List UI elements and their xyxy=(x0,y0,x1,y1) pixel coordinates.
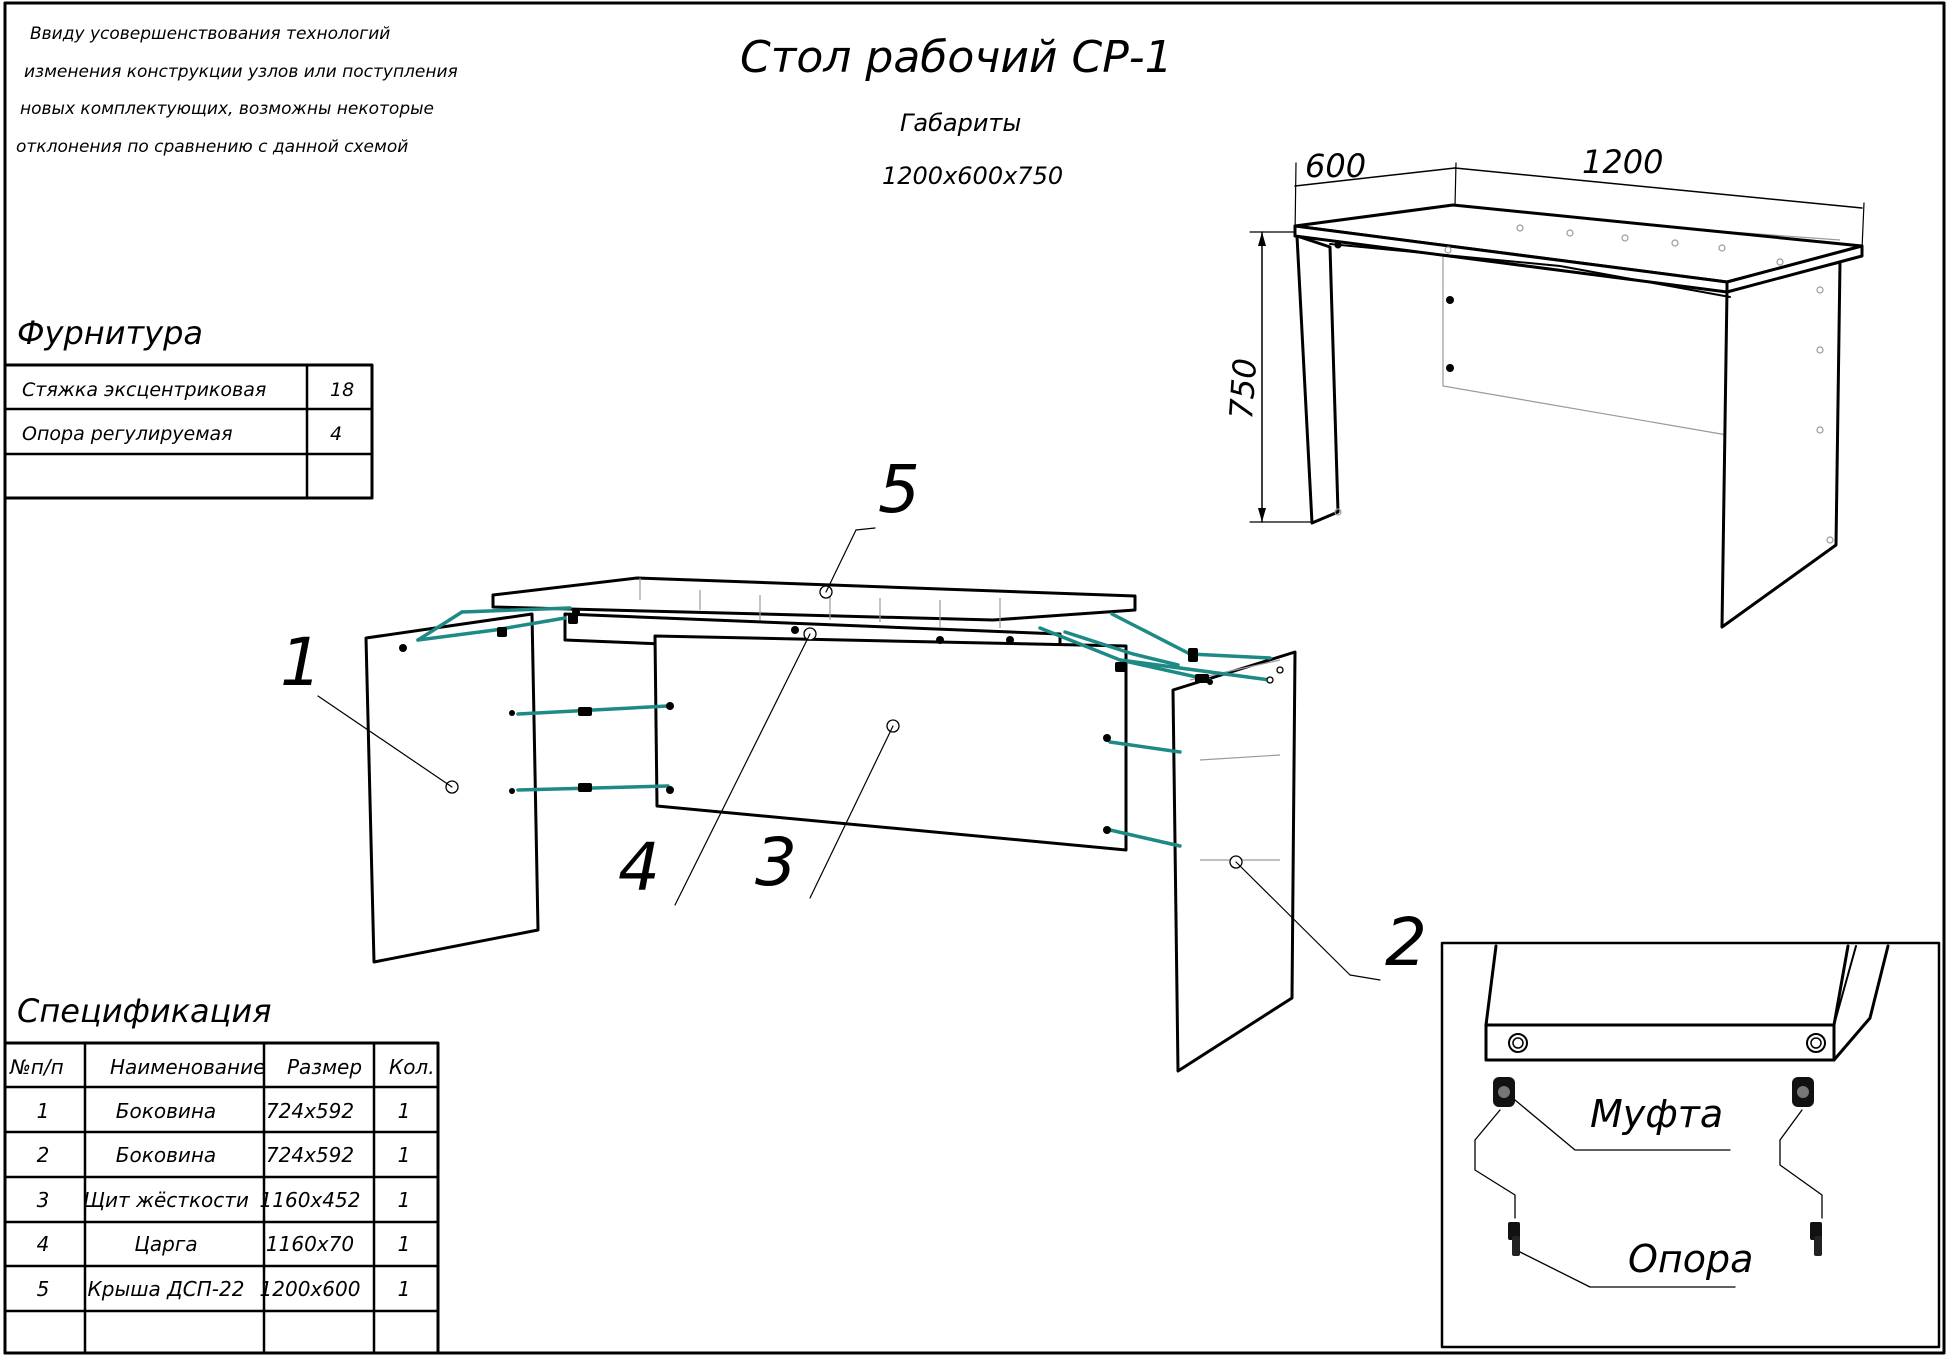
coupling-left xyxy=(1493,1077,1515,1107)
spec-cell: 1 xyxy=(398,1143,411,1167)
spec-col-header: Кол. xyxy=(389,1055,435,1079)
dims-value: 1200х600х750 xyxy=(882,162,1063,190)
hardware-row-qty: 4 xyxy=(330,423,342,445)
callout-2: 2 xyxy=(1385,904,1427,981)
spec-cell: 5 xyxy=(37,1277,50,1301)
spec-cell: 2 xyxy=(37,1143,50,1167)
spec-cell: 3 xyxy=(37,1188,50,1212)
eccentric-connectors xyxy=(416,606,1272,848)
spec-cell: 724х592 xyxy=(266,1143,354,1167)
hardware-row-qty: 18 xyxy=(330,379,354,401)
exploded-view: 1 2 3 4 5 xyxy=(280,451,1427,1073)
dimension-depth: 600 xyxy=(1305,147,1366,185)
dimension-height: 750 xyxy=(1222,357,1264,421)
dimension-lines xyxy=(1249,162,1865,523)
hardware-table: Стяжка эксцентриковая 18 Опора регулируе… xyxy=(3,363,374,500)
note-line-3: новых комплектующих, возможны некоторые xyxy=(20,99,434,119)
note-line-2: изменения конструкции узлов или поступле… xyxy=(24,62,458,82)
detail-view: Муфта Опора xyxy=(1440,941,1941,1349)
spec-cell: 1200х600 xyxy=(260,1277,361,1301)
spec-cell: 724х592 xyxy=(266,1099,354,1123)
hardware-heading: Фурнитура xyxy=(17,314,203,352)
dims-label: Габариты xyxy=(900,109,1021,137)
spec-col-header: Наименование xyxy=(110,1055,265,1079)
sheet-frame xyxy=(3,1,1946,1355)
fastener-marks xyxy=(399,608,1284,834)
spec-cell: Царга xyxy=(134,1232,197,1256)
specification-heading: Спецификация xyxy=(17,992,271,1030)
hardware-row-name: Опора регулируемая xyxy=(22,423,233,445)
disclaimer-note: Ввиду усовершенствования технологий изме… xyxy=(16,24,458,157)
hardware-row-name: Стяжка эксцентриковая xyxy=(22,379,266,401)
drawing-title: Стол рабочий СР-1 xyxy=(740,32,1173,83)
assembled-table-view: 600 1200 750 xyxy=(1222,143,1865,629)
coupling-right xyxy=(1792,1077,1814,1107)
spec-cell: Щит жёсткости xyxy=(83,1188,249,1212)
leader-lines xyxy=(317,527,1381,981)
foot-right xyxy=(1810,1222,1822,1256)
specification-table: №п/п Наименование Размер Кол. 1 Боковина… xyxy=(3,1041,440,1355)
spec-cell: Боковина xyxy=(116,1099,216,1123)
foot-left xyxy=(1508,1222,1520,1256)
callout-5: 5 xyxy=(878,451,920,528)
spec-cell: 4 xyxy=(37,1232,50,1256)
note-line-4: отклонения по сравнению с данной схемой xyxy=(16,137,408,157)
spec-cell: 1 xyxy=(37,1099,50,1123)
spec-cell: 1160х452 xyxy=(260,1188,361,1212)
callout-4: 4 xyxy=(618,829,660,906)
spec-cell: 1160х70 xyxy=(266,1232,354,1256)
spec-cell: 1 xyxy=(398,1188,411,1212)
spec-cell: 1 xyxy=(398,1099,411,1123)
spec-cell: 1 xyxy=(398,1277,411,1301)
spec-cell: Крыша ДСП-22 xyxy=(88,1277,245,1301)
spec-col-header: Размер xyxy=(287,1055,362,1079)
dimension-width: 1200 xyxy=(1582,143,1663,181)
spec-col-header: №п/п xyxy=(9,1055,64,1079)
foot-label: Опора xyxy=(1628,1237,1753,1281)
callout-1: 1 xyxy=(280,624,322,701)
note-line-1: Ввиду усовершенствования технологий xyxy=(30,24,390,44)
coupling-label: Муфта xyxy=(1590,1092,1723,1136)
spec-cell: Боковина xyxy=(116,1143,216,1167)
part-stiffener xyxy=(653,634,1128,852)
callout-3: 3 xyxy=(755,824,797,901)
spec-cell: 1 xyxy=(398,1232,411,1256)
